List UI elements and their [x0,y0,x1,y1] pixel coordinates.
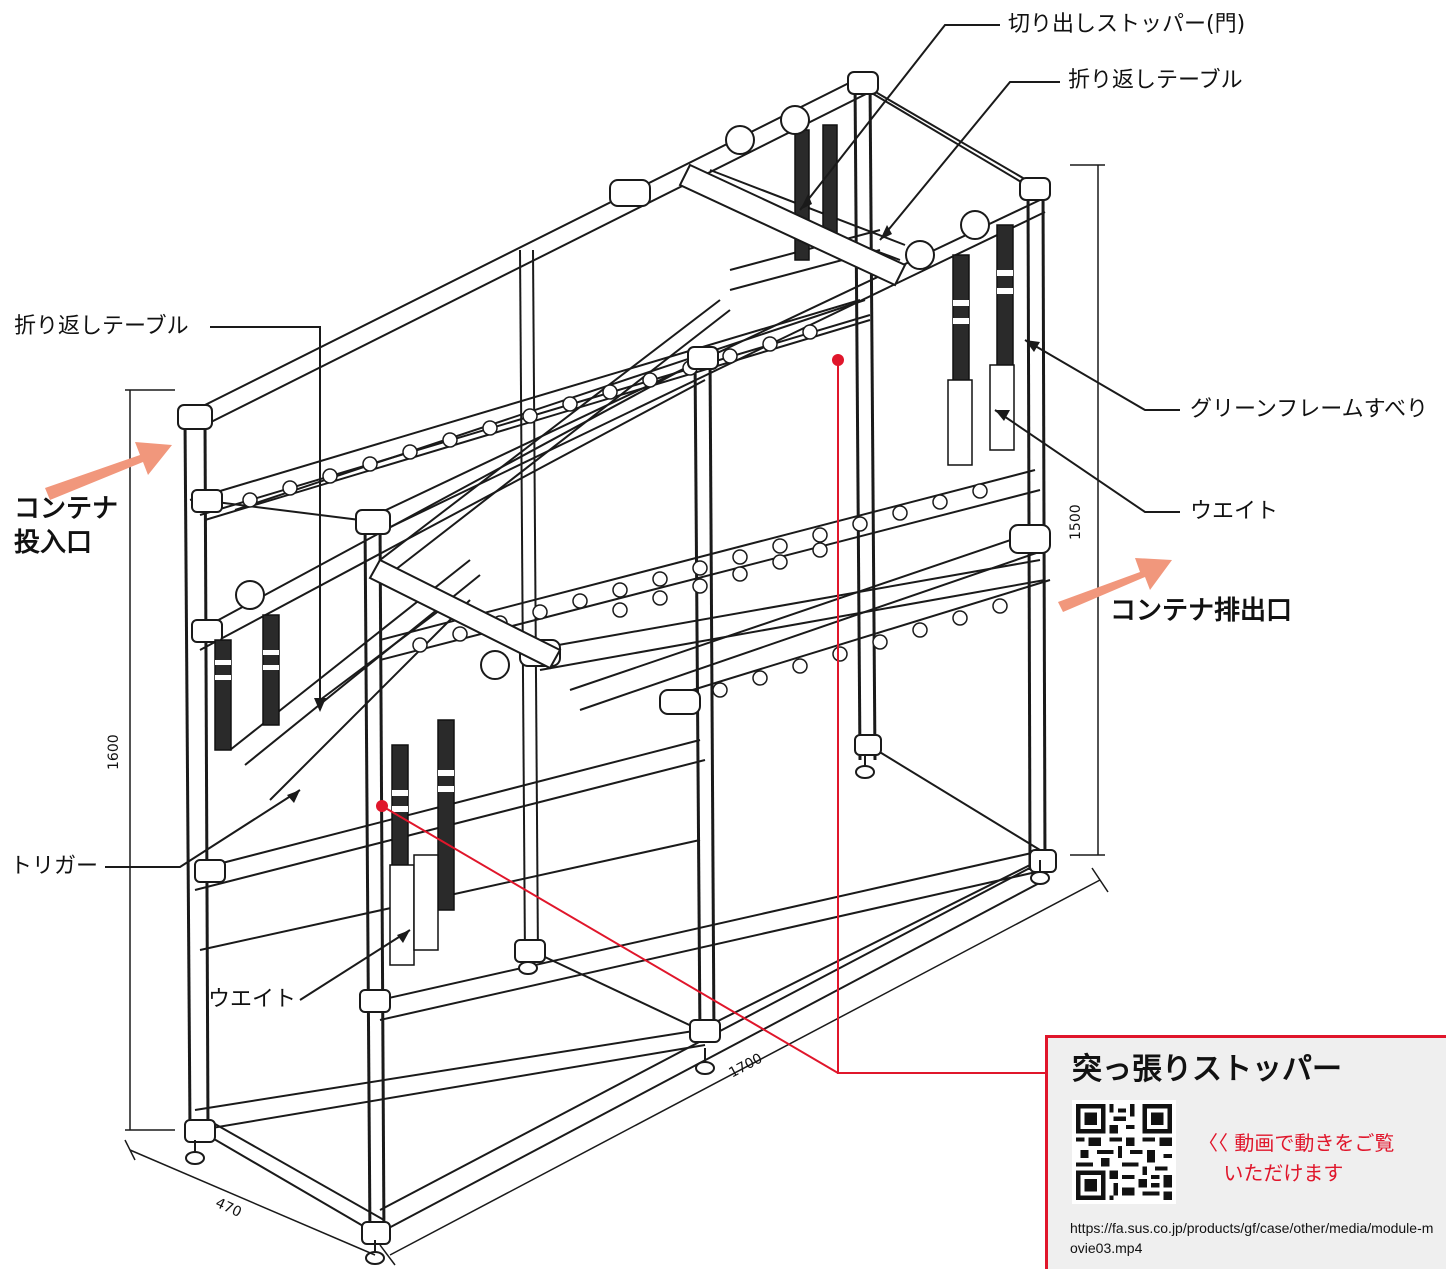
info-note: 〈〈 動画で動きをご覧 いただけます [1198,1131,1395,1185]
label-orikaeshi-table-left: 折り返しテーブル [14,314,189,339]
outlet-arrow [1058,558,1172,612]
label-kiridashi-stopper: 切り出しストッパー(門) [1008,12,1246,37]
label-container-inlet: コンテナ 投入口 [14,494,119,558]
red-callout-lines [381,360,1048,1074]
label-container-outlet: コンテナ排出口 [1110,596,1293,626]
roller-rows [242,324,1008,698]
dimension-lines [124,164,1109,1266]
leader-arrowheads [287,194,1040,943]
red-point-lower [376,800,388,812]
rack-frame [183,79,1051,1241]
info-url-link[interactable]: https://fa.sus.co.jp/products/gf/case/ot… [1070,1220,1434,1256]
pipe-joints [177,71,1057,1245]
label-orikaeshi-table-top: 折り返しテーブル [1068,68,1243,93]
flow-arrows [45,442,1172,612]
inlet-arrow [45,442,172,500]
info-box: 突っ張りストッパー [1045,1035,1446,1269]
info-title: 突っ張りストッパー [1072,1052,1342,1087]
label-weight-left: ウエイト [208,987,297,1012]
label-trigger: トリガー [10,854,99,879]
label-green-frame-suberi: グリーンフレームすべり [1190,397,1429,422]
qr-code[interactable] [1072,1100,1176,1204]
label-weight-right: ウエイト [1190,499,1279,524]
red-point-upper [832,354,844,366]
leader-lines [105,24,1180,1001]
weight-cylinders [214,124,1015,966]
dimension-height-left: 1600 [106,734,122,770]
dimension-height-right: 1500 [1068,504,1084,540]
leveling-feet [185,755,1050,1265]
stopper-gate [235,105,990,680]
